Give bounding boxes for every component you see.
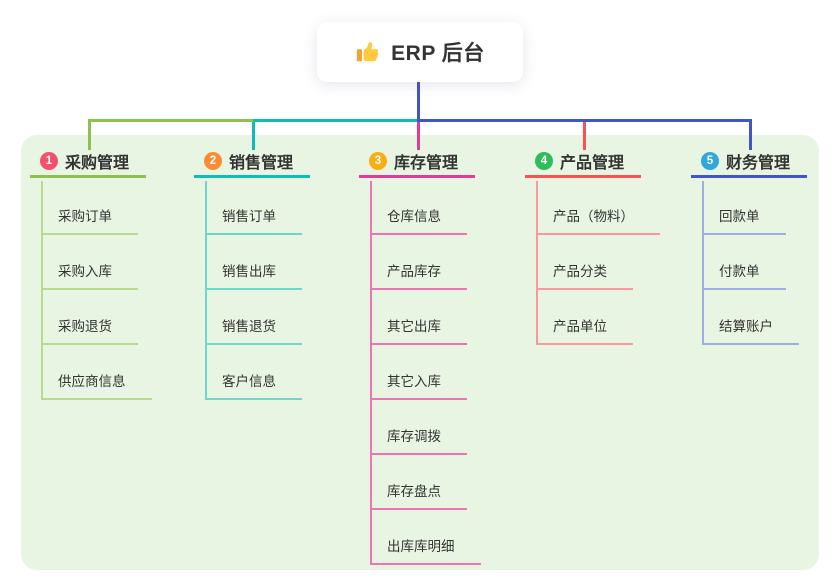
child-node[interactable]: 采购退货 <box>41 313 138 345</box>
branch-title-label: 销售管理 <box>229 155 294 172</box>
child-node[interactable]: 销售订单 <box>205 203 302 235</box>
branch-title-node[interactable]: 2 销售管理 <box>194 147 310 178</box>
child-node[interactable]: 出库库明细 <box>370 533 481 565</box>
branch-title-label: 库存管理 <box>394 155 459 172</box>
child-node[interactable]: 其它出库 <box>370 313 467 345</box>
branch-number-badge: 1 <box>40 152 58 170</box>
root-node[interactable]: ERP 后台 <box>317 22 523 82</box>
branch-title-label: 财务管理 <box>726 155 791 172</box>
branch-trunk-line <box>370 181 372 563</box>
child-node[interactable]: 回款单 <box>702 203 786 235</box>
child-node[interactable]: 客户信息 <box>205 368 302 400</box>
child-node[interactable]: 结算账户 <box>702 313 799 345</box>
branch-number-badge: 4 <box>535 152 553 170</box>
branch-title-node[interactable]: 1 采购管理 <box>30 147 146 178</box>
branch-number-badge: 2 <box>204 152 222 170</box>
branch-title-node[interactable]: 3 库存管理 <box>359 147 475 178</box>
child-node[interactable]: 销售出库 <box>205 258 302 290</box>
branch-drop-line <box>583 119 586 150</box>
branch-trunk-line <box>702 181 704 343</box>
child-node[interactable]: 销售退货 <box>205 313 302 345</box>
branch-title-node[interactable]: 5 财务管理 <box>691 147 807 178</box>
branch-title-node[interactable]: 4 产品管理 <box>525 147 641 178</box>
branch-drop-line <box>749 119 752 150</box>
child-node[interactable]: 库存调拨 <box>370 423 467 455</box>
connector-bus-line <box>417 119 752 122</box>
child-node[interactable]: 产品单位 <box>536 313 633 345</box>
child-node[interactable]: 付款单 <box>702 258 786 290</box>
child-node[interactable]: 采购订单 <box>41 203 138 235</box>
child-node[interactable]: 产品库存 <box>370 258 467 290</box>
root-node-label: ERP 后台 <box>391 42 485 65</box>
branch-trunk-line <box>536 181 538 343</box>
connector-bus-line <box>88 119 253 122</box>
connector-bus-line <box>253 119 419 122</box>
child-node[interactable]: 库存盘点 <box>370 478 467 510</box>
child-node[interactable]: 供应商信息 <box>41 368 152 400</box>
child-node[interactable]: 产品分类 <box>536 258 633 290</box>
child-node[interactable]: 其它入库 <box>370 368 467 400</box>
branch-number-badge: 5 <box>701 152 719 170</box>
branch-number-badge: 3 <box>369 152 387 170</box>
thumbs-up-icon <box>355 39 381 65</box>
branch-title-label: 产品管理 <box>560 155 625 172</box>
child-node[interactable]: 仓库信息 <box>370 203 467 235</box>
child-node[interactable]: 采购入库 <box>41 258 138 290</box>
branch-drop-line <box>252 119 255 150</box>
branch-drop-line <box>88 119 91 150</box>
branch-drop-line <box>417 119 420 150</box>
child-node[interactable]: 产品（物料） <box>536 203 660 235</box>
root-connector-line <box>417 82 420 122</box>
branches-panel <box>21 135 819 570</box>
branch-title-label: 采购管理 <box>65 155 130 172</box>
